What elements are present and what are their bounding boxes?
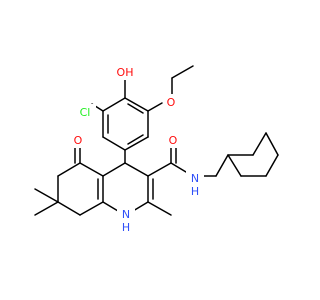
aromatic-double-bond [127,103,144,114]
label-bg [164,94,178,110]
bond [102,162,126,177]
bond [57,201,81,216]
bond [79,162,104,177]
bond [124,162,149,177]
bond-ch2-ch3 [171,65,194,79]
ring-nitrogen-label: N [122,208,130,221]
bond [227,154,242,177]
bond [124,136,149,151]
bond-c2-methyl [147,201,172,216]
bond-c2-n [132,201,149,212]
label-bg [166,132,180,148]
label-bg [186,170,204,198]
bond [57,162,81,177]
bond [215,154,229,177]
bond [102,97,126,112]
bond-c3-amide-c [147,162,172,177]
molecule-structure: OH Cl O O O N H N H F [34,64,279,234]
chloro-hydroxy-phenyl-ring [102,97,149,151]
molecule-diagram: OH Cl O O O N H N H F [34,64,279,234]
chlorine-label: Cl [80,106,91,119]
cyclohexenone-ring [57,162,104,216]
bond [265,154,279,177]
label-bg [71,132,85,148]
ether-oxygen-label: O [167,96,176,109]
amide-nitrogen-label: N [191,172,199,185]
dihydropyridine-ring [97,162,154,212]
label-bg [74,104,96,120]
hydroxyl-label: OH [117,66,134,79]
amide-hydrogen-label: H [191,185,199,198]
aromatic-double-bond [127,134,144,145]
bond [265,132,279,156]
ketone-oxygen-label: O [74,134,83,147]
fluorophenyl-ring [215,132,279,177]
bond [79,201,104,216]
bond [252,132,267,156]
bond-n-c8a [102,201,119,212]
bond-c-o-ether [147,102,163,112]
label-bg [113,64,137,80]
bond [124,97,149,112]
label-bg [117,206,135,234]
atom-labels: OH Cl O O O N H N H F [71,64,204,234]
ring-hydrogen-label: H [122,221,130,234]
bond-c7-methyl [34,188,59,203]
bond-amide-c-n [170,162,187,173]
amide-oxygen-label: O [169,134,178,147]
bond-c7-methyl [34,201,59,216]
bond [102,136,126,151]
